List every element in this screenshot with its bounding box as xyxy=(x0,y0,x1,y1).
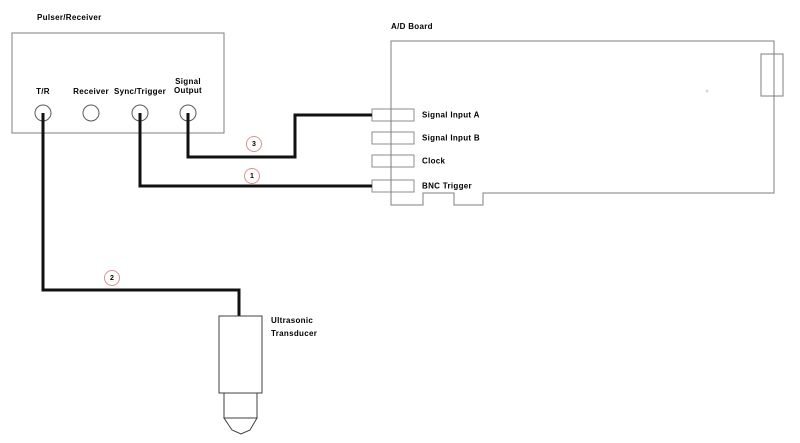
pulser-receiver-box xyxy=(11,32,225,134)
transducer-label: Ultrasonic Transducer xyxy=(271,316,318,338)
signal-input-a-connector xyxy=(371,108,415,122)
receiver-port-connector xyxy=(82,104,100,122)
port-label-tr: T/R xyxy=(36,87,50,96)
cable-marker-1-number: 1 xyxy=(250,172,254,180)
transducer-neck xyxy=(223,392,258,419)
cable-marker-1: 1 xyxy=(244,168,260,184)
signal-input-b-connector xyxy=(371,131,415,145)
port-label-receiver: Receiver xyxy=(73,87,109,96)
transducer-tip xyxy=(223,417,258,435)
connector-label-signal-input-b: Signal Input B xyxy=(422,133,480,143)
connector-label-signal-input-a: Signal Input A xyxy=(422,110,480,120)
bnc-trigger-connector xyxy=(371,179,415,193)
ad-board-bracket xyxy=(760,53,784,97)
cable-2-tr-to-transducer xyxy=(41,113,241,318)
artifact-dot xyxy=(705,89,709,93)
transducer-body xyxy=(218,315,263,394)
cable-3-signal-output-to-input-a xyxy=(186,113,372,159)
pulser-receiver-title: Pulser/Receiver xyxy=(37,13,102,22)
cable-marker-3: 3 xyxy=(246,136,262,152)
port-label-signal-output: Signal Output xyxy=(173,77,202,95)
ad-board-outline xyxy=(390,40,775,206)
ad-board-title: A/D Board xyxy=(391,22,433,31)
cable-marker-3-number: 3 xyxy=(252,140,256,148)
cable-marker-2-number: 2 xyxy=(110,274,114,282)
connector-label-clock: Clock xyxy=(422,156,446,166)
cable-1-sync-to-bnc-trigger xyxy=(138,113,372,188)
cable-marker-2: 2 xyxy=(104,270,120,286)
clock-connector xyxy=(371,154,415,168)
connector-label-bnc-trigger: BNC Trigger xyxy=(422,181,472,191)
port-label-sync-trigger: Sync/Trigger xyxy=(113,87,167,96)
